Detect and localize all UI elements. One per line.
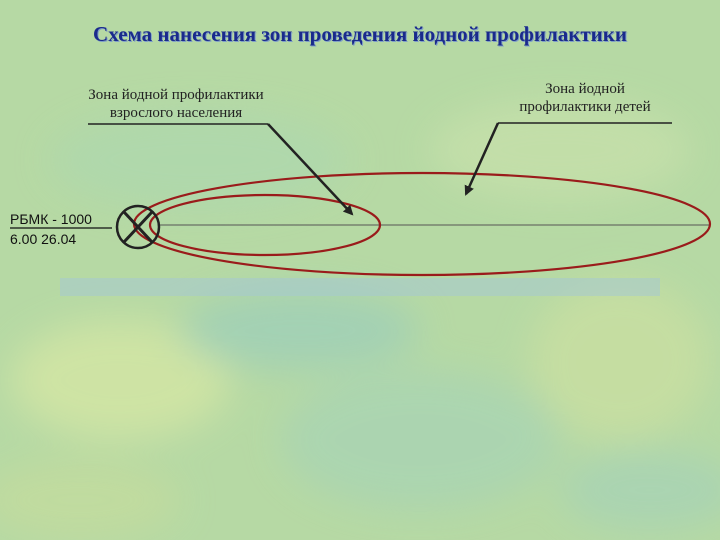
zone-adult-label: Зона йодной профилактики взрослого насел… (40, 86, 312, 122)
zone-children-ellipse (132, 171, 712, 277)
page-title: Схема нанесения зон проведения йодной пр… (93, 22, 627, 46)
zone-children-label: Зона йодной профилактики детей (480, 80, 690, 116)
reactor-info: 6.00 26.04 (10, 231, 77, 247)
zone-children-label-line2: профилактики детей (519, 99, 651, 115)
adult-zone-arrow (267, 123, 354, 216)
reactor-icon (115, 204, 161, 250)
children-zone-arrow (464, 122, 500, 196)
zone-adult-label-line1: Зона йодной профилактики (88, 87, 264, 103)
reactor-caption: РБМК - 1000 6.00 26.04 (10, 209, 92, 249)
reactor-name: РБМК - 1000 (10, 211, 92, 227)
zone-adult-label-line2: взрослого населения (109, 105, 243, 121)
zone-children-label-line1: Зона йодной (545, 81, 625, 97)
zone-adult-ellipse (148, 193, 382, 257)
